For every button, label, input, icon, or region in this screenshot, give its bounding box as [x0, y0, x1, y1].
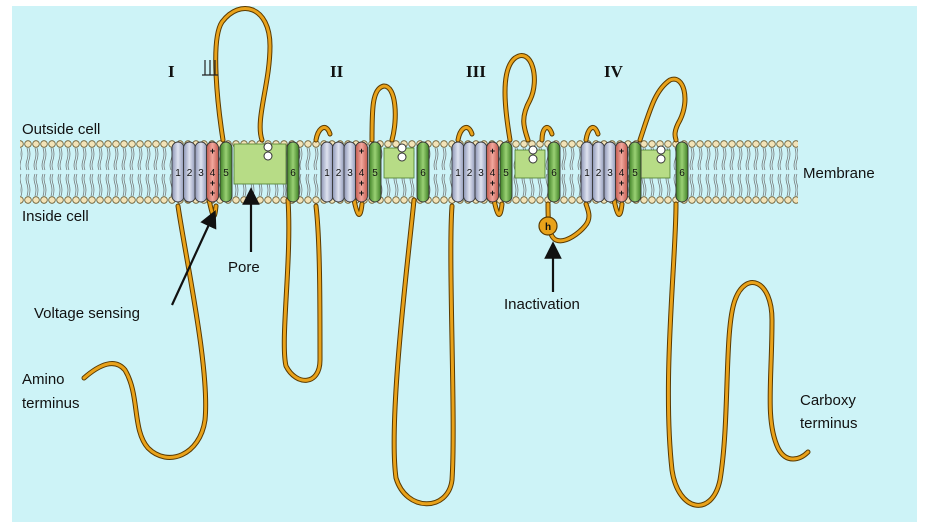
domain-label-4: IV	[604, 62, 624, 81]
domain-1-segment-1: 1	[172, 142, 184, 202]
domain-3-segment-5-label: 5	[503, 168, 509, 179]
amino-terminus-label-line2: terminus	[22, 395, 80, 412]
amino-terminus-label-line1: Amino	[22, 371, 65, 388]
pore-label: Pore	[228, 259, 260, 276]
glycosylation-icon	[202, 60, 218, 75]
domain-2-segment-5-label: 5	[372, 168, 378, 179]
positive-charge-icon: +	[210, 178, 215, 188]
outside-cell-label: Outside cell	[22, 121, 100, 138]
inside-cell-label: Inside cell	[22, 208, 89, 225]
domain-2-segment-4: 4+++	[356, 142, 368, 202]
domain-4-segment-5-label: 5	[632, 168, 638, 179]
domain-4-segment-3: 3	[604, 142, 616, 202]
domain-label-3: III	[466, 62, 486, 81]
carboxy-terminus-label-line1: Carboxy	[800, 392, 856, 409]
positive-charge-icon: +	[619, 178, 624, 188]
domain-3-segment-4: 4+++	[487, 142, 499, 202]
domain-3-segment-6-label: 6	[551, 168, 557, 179]
positive-charge-icon: +	[359, 178, 364, 188]
domain-2-segment-3-label: 3	[347, 168, 353, 179]
domain-4-segment-1-label: 1	[584, 168, 590, 179]
positive-charge-icon: +	[619, 188, 624, 198]
domain-4-segment-6: 6	[676, 142, 688, 202]
domain-1-segment-2-label: 2	[187, 168, 193, 179]
inactivation-label: Inactivation	[504, 296, 580, 313]
domain-3-segment-3-label: 3	[478, 168, 484, 179]
domain-2-segment-6: 6	[417, 142, 429, 202]
domain-2-segment-5: 5	[369, 142, 381, 202]
domain-2-segment-6-label: 6	[420, 168, 426, 179]
positive-charge-icon: +	[359, 188, 364, 198]
domain-1-segment-4: 4+++	[207, 142, 219, 202]
domain-2-segment-1-label: 1	[324, 168, 330, 179]
domain-1-segment-3: 3	[195, 142, 207, 202]
domain-3-segment-2: 2	[464, 142, 476, 202]
domain-3-segment-3: 3	[475, 142, 487, 202]
positive-charge-icon: +	[210, 146, 215, 156]
domain-1-segment-5-label: 5	[223, 168, 229, 179]
inactivation-gate-label: h	[545, 222, 551, 233]
domain-1-segment-1-label: 1	[175, 168, 181, 179]
domain-3-segment-6: 6	[548, 142, 560, 202]
domain-4-segment-3-label: 3	[607, 168, 613, 179]
domain-1-segment-3-label: 3	[198, 168, 204, 179]
domain-1-segment-6-label: 6	[290, 168, 296, 179]
domain-3-segment-1-label: 1	[455, 168, 461, 179]
domain-4-segment-2-label: 2	[596, 168, 602, 179]
domain-3-segment-2-label: 2	[467, 168, 473, 179]
domain-4-segment-5: 5	[629, 142, 641, 202]
domain-2-segment-3: 3	[344, 142, 356, 202]
domain-4-segment-1: 1	[581, 142, 593, 202]
positive-charge-icon: +	[490, 188, 495, 198]
carboxy-terminus-label-line2: terminus	[800, 415, 858, 432]
domain-1-segment-2: 2	[184, 142, 196, 202]
domain-3-segment-5: 5	[500, 142, 512, 202]
domain-label-2: II	[330, 62, 344, 81]
domain-4-segment-2: 2	[593, 142, 605, 202]
domain-4-segment-4: 4+++	[616, 142, 628, 202]
domain-2-segment-2-label: 2	[336, 168, 342, 179]
domain-4-segment-6-label: 6	[679, 168, 685, 179]
inactivation-gate: h	[539, 217, 557, 235]
positive-charge-icon: +	[490, 146, 495, 156]
positive-charge-icon: +	[210, 188, 215, 198]
domain-2-segment-2: 2	[333, 142, 345, 202]
domain-3-segment-1: 1	[452, 142, 464, 202]
positive-charge-icon: +	[359, 146, 364, 156]
positive-charge-icon: +	[490, 178, 495, 188]
positive-charge-icon: +	[619, 146, 624, 156]
domain-1-segment-5: 5	[220, 142, 232, 202]
domain-1-segment-6: 6	[287, 142, 299, 202]
domain-label-1: I	[168, 62, 175, 81]
membrane-label: Membrane	[803, 165, 875, 182]
domain-2-segment-1: 1	[321, 142, 333, 202]
voltage-sensing-label: Voltage sensing	[34, 305, 140, 322]
